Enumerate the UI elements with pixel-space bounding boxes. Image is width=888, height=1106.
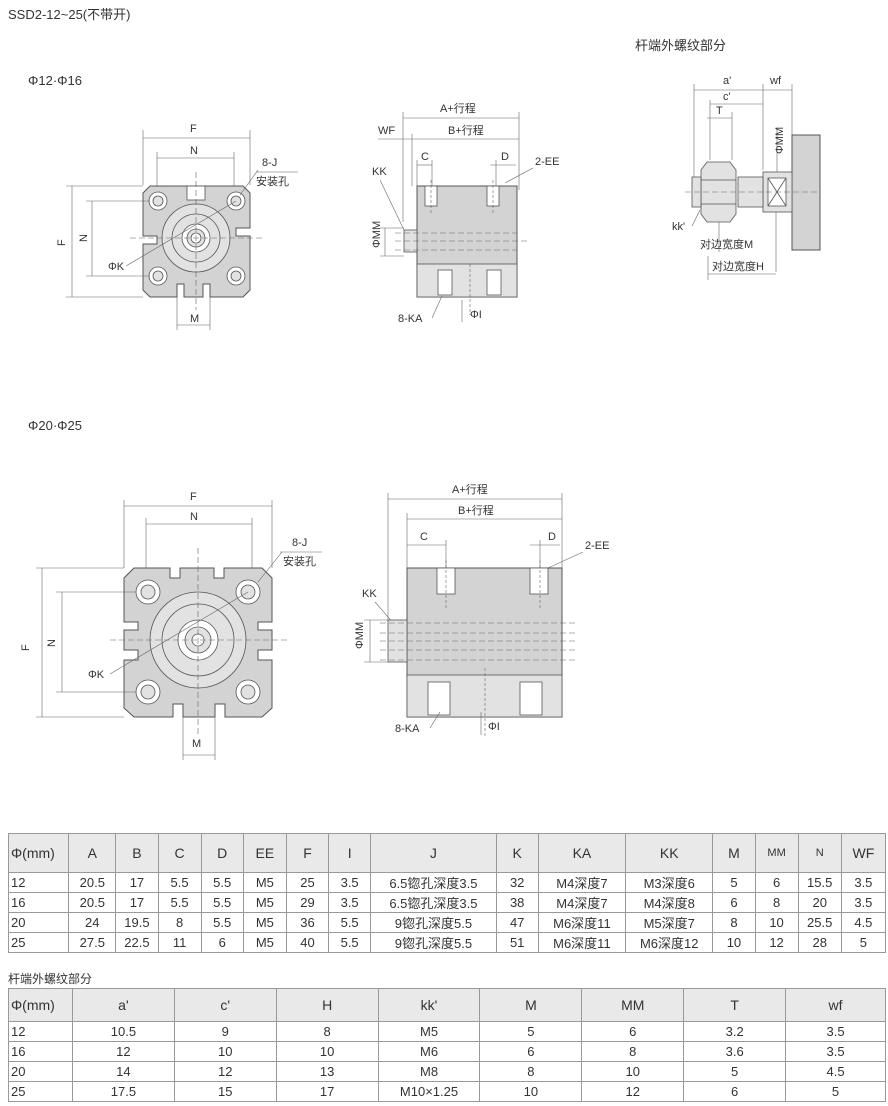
small-bore-label: Φ12·Φ16 [28,73,82,88]
dim-wf: wf [769,75,782,87]
label-hole-large: 安装孔 [283,554,316,568]
dim-B-large: B+行程 [458,504,494,517]
dim-PhiK-small: ΦK [108,261,125,273]
dim-F-top: F [190,123,197,135]
dim-T: T [716,105,723,117]
col-header: D [200,833,244,873]
dim-A-small: A+行程 [440,102,476,115]
label-hole-small: 安装孔 [256,174,289,188]
label-KA-small: 8-KA [398,313,423,325]
col-header: c' [173,988,277,1022]
col-header: Φ(mm) [8,988,73,1022]
dim-c-prime: c' [723,91,731,103]
dim-N-top-large: N [190,511,198,523]
label-8J-small: 8-J [262,157,277,169]
dim-PhiK-large: ΦK [88,669,105,681]
dim-B-small: B+行程 [448,124,484,137]
dim-N-top: N [190,145,198,157]
col-header: KK [625,833,714,873]
label-PhiI-large: ΦI [488,721,500,733]
col-header: kk' [377,988,481,1022]
table-header-row: Φ(mm) A B C D EE F I J K KA KK M MM N WF [7,833,887,873]
rod-section-title: 杆端外螺纹部分 [635,38,727,53]
large-bore-label: Φ20·Φ25 [28,418,82,433]
col-header: C [157,833,202,873]
dim-C-large: C [420,531,428,543]
col-header: K [495,833,539,873]
dim-M-large: M [192,738,201,750]
col-header: a' [71,988,175,1022]
col-header: N [797,833,842,873]
rod-table-title: 杆端外螺纹部分 [8,972,93,986]
col-header: T [683,988,787,1022]
dim-PhiMM-large: ΦMM [354,622,366,649]
col-header: A [68,833,117,873]
dim-C-small: C [421,151,429,163]
col-header: F [285,833,330,873]
dim-a-prime: a' [723,75,731,87]
page-title: SSD2-12~25(不带开) [8,7,131,22]
col-header: H [275,988,379,1022]
col-header: MM [581,988,685,1022]
label-EE-small: 2-EE [535,156,559,168]
col-header: J [370,833,497,873]
label-KA-large: 8-KA [395,723,420,735]
dim-F-top-large: F [190,491,197,503]
col-header: MM [754,833,799,873]
label-KK-small: KK [372,166,387,178]
dim-N-left-large: N [46,639,58,647]
label-width-M: 对边宽度M [700,237,753,251]
rod-table-header-row: Φ(mm) a' c' H kk' M MM T wf [8,988,886,1022]
dim-N-left: N [78,234,90,242]
col-header: M [479,988,583,1022]
col-header: EE [242,833,287,873]
dim-F-left: F [56,239,68,246]
dimension-table: Φ(mm) A B C D EE F I J K KA KK M MM N WF… [7,833,887,953]
col-header: WF [840,833,887,873]
col-header: KA [537,833,627,873]
col-header: B [115,833,159,873]
label-kk-prime: kk' [672,221,685,233]
label-EE-large: 2-EE [585,540,609,552]
dim-F-left-large: F [20,644,32,651]
dim-PhiMM-rod: ΦMM [774,127,786,154]
dim-WF-small: WF [378,125,395,137]
col-header: I [328,833,372,873]
dim-A-large: A+行程 [452,483,488,496]
col-header: Φ(mm) [7,833,70,873]
label-width-H: 对边宽度H [712,259,764,273]
dim-D-small: D [501,151,509,163]
label-8J-large: 8-J [292,537,307,549]
label-KK-large: KK [362,588,377,600]
col-header: wf [785,988,886,1022]
dim-PhiMM-small: ΦMM [371,221,383,248]
dim-M-small: M [190,313,199,325]
col-header: M [712,833,756,873]
label-PhiI-small: ΦI [470,309,482,321]
dim-D-large: D [548,531,556,543]
